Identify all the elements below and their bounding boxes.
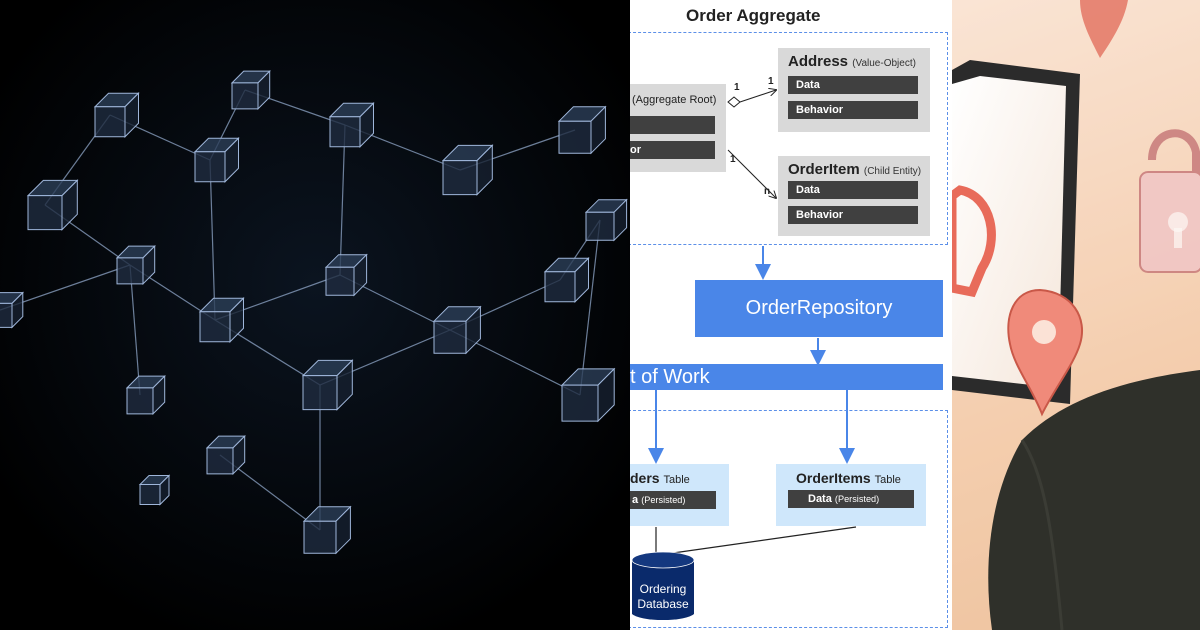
orderitems-bar-rest: (Persisted) — [834, 494, 880, 504]
multiplicity-item-root: 1 — [730, 154, 736, 165]
network-cube — [115, 244, 156, 286]
orderitem-name: OrderItem — [788, 161, 860, 178]
network-cube — [0, 291, 25, 329]
network-cube — [198, 297, 245, 343]
orderitem-kind: (Child Entity) — [863, 166, 922, 177]
blockchain-network-image — [0, 0, 630, 630]
database-label: Ordering Database — [632, 582, 694, 612]
network-link — [129, 264, 141, 396]
diagram-title: Order Aggregate — [686, 6, 821, 25]
orders-bar-rest: (Persisted) — [641, 495, 686, 505]
orderitem-data-bar: Data — [788, 181, 918, 199]
orders-table-suffix: Table — [663, 474, 690, 486]
aggregate-root-entity: (Aggregate Root) or — [630, 84, 726, 172]
person-sweater — [988, 370, 1200, 630]
database-cylinder — [631, 551, 695, 621]
network-cube — [302, 505, 352, 555]
unit-of-work-bar: t of Work — [630, 364, 943, 390]
network-cube — [26, 179, 79, 231]
orderitems-table-name: OrderItems — [796, 470, 871, 486]
network-cube — [230, 69, 271, 111]
network-cube — [560, 367, 616, 423]
map-marker-icon — [1080, 0, 1128, 58]
multiplicity-address-root: 1 — [734, 82, 740, 93]
orders-table-title: ders Table — [630, 470, 690, 486]
network-cube — [328, 102, 375, 148]
network-cube — [432, 305, 482, 355]
aggregate-root-bar-2: or — [630, 141, 715, 159]
network-link — [209, 159, 216, 321]
blockchain-cubes-illustration — [0, 0, 630, 630]
orders-table-name: ders — [630, 470, 660, 486]
address-kind: (Value-Object) — [852, 58, 916, 69]
network-cube — [543, 257, 590, 303]
orderitem-child-entity: OrderItem (Child Entity) Data Behavior — [778, 156, 930, 236]
network-cube — [138, 474, 171, 506]
address-title: Address (Value-Object) — [788, 53, 916, 70]
orderitems-to-db-line — [665, 526, 857, 555]
orderitems-table: OrderItems Table Data (Persisted) — [776, 464, 926, 526]
address-data-bar: Data — [788, 76, 918, 94]
address-behavior-bar: Behavior — [788, 101, 918, 119]
orderitems-table-suffix: Table — [874, 474, 901, 486]
network-link — [339, 124, 346, 276]
network-cube — [93, 92, 140, 138]
orderitem-association-line — [727, 149, 776, 198]
orderitems-persisted-bar: Data (Persisted) — [788, 490, 914, 508]
network-cube — [205, 434, 246, 476]
laptop-security-illustration — [952, 0, 1200, 630]
orderitems-table-title: OrderItems Table — [796, 470, 901, 486]
persistence-boundary — [630, 410, 948, 628]
orderitem-title: OrderItem (Child Entity) — [788, 161, 921, 178]
network-cube — [125, 374, 166, 416]
database-label-line1: Ordering — [639, 582, 687, 596]
multiplicity-item-end: n — [764, 186, 771, 197]
location-pin-icon — [1007, 288, 1083, 417]
laptop-security-image — [952, 0, 1200, 630]
diagram-connectors — [631, 0, 857, 621]
aggregate-root-label: (Aggregate Root) — [632, 94, 717, 106]
order-aggregate-diagram: Order Aggregate (Aggregate Root) or Addr… — [630, 0, 952, 630]
orders-bar-bold: a — [632, 494, 639, 506]
database-label-line2: Database — [637, 597, 689, 611]
aggregate-boundary — [630, 32, 948, 245]
lock-icon — [1139, 129, 1200, 273]
location-pin-outline-icon — [952, 185, 996, 298]
network-cube — [301, 359, 354, 411]
orders-persisted-bar: a (Persisted) — [630, 491, 716, 509]
network-cube — [557, 105, 607, 155]
order-repository-box: OrderRepository — [695, 280, 943, 337]
orderitems-bar-bold: Data — [808, 493, 832, 505]
composition-diamond — [727, 96, 741, 108]
multiplicity-address-end: 1 — [768, 76, 774, 87]
network-link — [579, 219, 601, 396]
orderitem-behavior-bar: Behavior — [788, 206, 918, 224]
network-cube — [193, 137, 240, 183]
network-cube — [324, 253, 368, 297]
network-cube — [584, 198, 628, 242]
address-name: Address — [788, 53, 849, 70]
aggregate-root-bar-1 — [630, 116, 715, 134]
address-association-line — [739, 90, 776, 103]
network-cube — [441, 144, 494, 196]
orders-table: ders Table a (Persisted) — [630, 464, 729, 526]
address-value-object: Address (Value-Object) Data Behavior — [778, 48, 930, 132]
